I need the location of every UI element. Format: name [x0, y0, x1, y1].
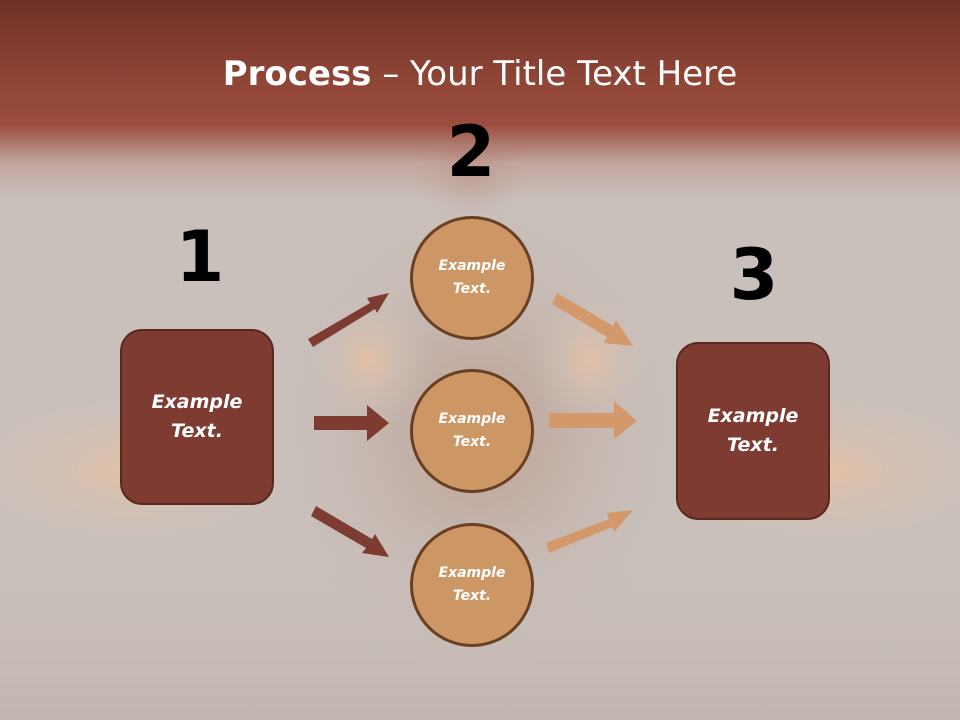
arrow-from-circle-1 [552, 293, 633, 346]
step-circle-1-text: Example Text. [438, 258, 506, 297]
step-box-3: Example Text. [676, 342, 830, 520]
arrow-from-circle-2 [549, 401, 637, 439]
step-circle-2: Example Text. [410, 369, 534, 493]
step-circle-1: Example Text. [410, 216, 534, 340]
title-rest: – Your Title Text Here [371, 54, 738, 94]
step-circle-3: Example Text. [410, 523, 534, 647]
arrow-to-circle-2 [314, 405, 389, 441]
step-box-1-text: Example Text. [151, 391, 243, 442]
step-circle-3-text: Example Text. [438, 565, 506, 604]
arrow-to-circle-3 [311, 506, 389, 557]
header-band [0, 0, 960, 200]
step-box-3-text: Example Text. [707, 405, 799, 456]
step-number-3: 3 [729, 234, 779, 316]
step-number-1: 1 [175, 216, 225, 298]
step-circle-2-text: Example Text. [438, 411, 506, 450]
step-box-1: Example Text. [120, 329, 274, 505]
slide-title: Process – Your Title Text Here [0, 52, 960, 96]
title-bold: Process [222, 54, 372, 94]
step-number-2: 2 [446, 111, 496, 193]
arrow-from-circle-3 [546, 510, 633, 553]
arrow-to-circle-1 [308, 293, 389, 347]
